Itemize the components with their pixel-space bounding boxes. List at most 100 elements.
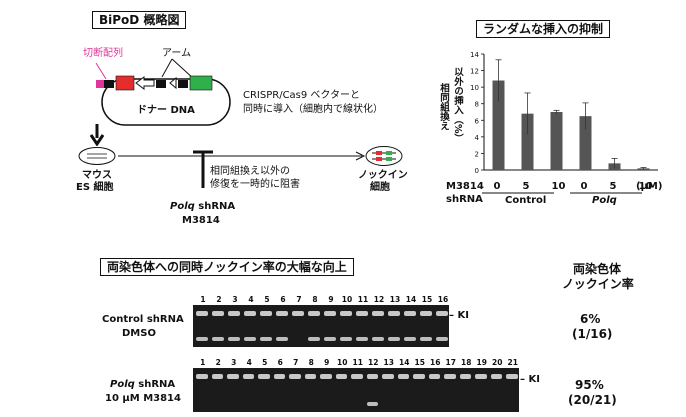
dose-label: 0 — [493, 181, 501, 192]
gel-band — [366, 402, 378, 406]
knockin-cell-icon — [365, 146, 403, 166]
cleavage-label: 切断配列 — [83, 48, 123, 59]
lane-number: 4 — [246, 358, 252, 367]
gel-band — [428, 374, 440, 379]
gel-band — [320, 374, 332, 379]
gel-band — [273, 374, 285, 379]
down-arrow-icon — [90, 124, 104, 146]
donor-plasmid-diagram — [95, 58, 231, 126]
gel1-label-line1: Control shRNA — [102, 314, 184, 325]
gel2-image — [193, 368, 519, 412]
gel-band — [475, 374, 487, 379]
lane-number: 15 — [421, 295, 433, 304]
y-tick-label: 14 — [470, 51, 479, 59]
bar — [637, 168, 650, 170]
gel-band — [212, 311, 224, 316]
gel-band — [372, 337, 384, 341]
gel2-polq-name: Polq — [110, 379, 135, 390]
gel-band — [404, 337, 416, 341]
gel-band — [227, 374, 239, 379]
shrna-row-label: shRNA — [446, 194, 483, 205]
dose-label: 10 — [638, 181, 653, 192]
y-tick-label: 2 — [475, 150, 479, 158]
gel-band — [388, 337, 400, 341]
lane-number: 10 — [341, 295, 353, 304]
lane-number: 20 — [492, 358, 503, 367]
gel-band — [260, 311, 272, 316]
gel2-rate: 95% — [575, 378, 604, 392]
rate-header-line2: ノックイン率 — [562, 277, 634, 291]
mouse-label-line2: ES 細胞 — [76, 182, 114, 193]
gel-band — [351, 374, 363, 379]
lane-number: 9 — [328, 295, 334, 304]
knockin-label-line1: ノックイン — [358, 170, 408, 181]
polq-gene-name: Polq — [170, 201, 195, 212]
biallelic-title: 両染色体への同時ノックイン率の大幅な向上 — [100, 258, 354, 276]
rate-header-line1: 両染色体 — [573, 262, 622, 276]
gel-band — [404, 311, 416, 316]
es-cell-icon — [78, 147, 116, 165]
lane-number: 16 — [437, 295, 449, 304]
gel-band — [335, 374, 347, 379]
gel-band — [276, 337, 288, 341]
chart-ylabel-line1: 相同組換え — [438, 83, 449, 131]
lane-number: 14 — [399, 358, 410, 367]
lane-number: 8 — [312, 295, 318, 304]
group-brackets — [482, 192, 642, 194]
dose-unit: (μM) — [636, 181, 663, 192]
gel-band — [196, 374, 208, 379]
bar — [579, 116, 592, 170]
gel1-image — [193, 305, 449, 347]
gel-band — [366, 374, 378, 379]
lane-number: 18 — [461, 358, 472, 367]
lane-number: 19 — [476, 358, 487, 367]
lane-number: 6 — [280, 295, 286, 304]
gel-band — [308, 337, 320, 341]
lane-number: 10 — [337, 358, 348, 367]
lane-number: 5 — [264, 295, 270, 304]
random-chart-title: ランダムな挿入の抑制 — [476, 20, 611, 38]
gel2-ki-text: KI — [528, 374, 540, 385]
gel-band — [308, 311, 320, 316]
lane-number: 15 — [414, 358, 425, 367]
lane-number: 16 — [430, 358, 441, 367]
group-polq-label: Polq — [592, 195, 617, 206]
y-tick-label: 12 — [470, 68, 479, 76]
shrna-suffix: shRNA — [194, 201, 236, 212]
gel-band — [444, 374, 456, 379]
chart-ylabel-line2: 以外の挿入（%） — [452, 67, 463, 144]
gel-band — [228, 337, 240, 341]
lane-number: 3 — [231, 358, 237, 367]
crispr-text-line1: CRISPR/Cas9 ベクターと — [243, 90, 361, 101]
gel-band — [340, 337, 352, 341]
gel-band — [196, 337, 208, 341]
gel1-rate: 6% — [580, 312, 601, 326]
polq-shrna-label: Polq shRNA — [170, 201, 235, 213]
lane-number: 5 — [262, 358, 268, 367]
gel2-ki-label: – KI — [520, 374, 540, 385]
y-tick-label: 6 — [475, 117, 480, 125]
dose-label: 5 — [522, 181, 530, 192]
gel-band — [436, 311, 448, 316]
arm-label: アーム — [162, 48, 192, 59]
hr-text-line1: 相同組換え以外の — [210, 166, 290, 177]
m3814-row-label: M3814 — [446, 181, 484, 192]
lane-number: 8 — [308, 358, 314, 367]
knockin-label-line2: 細胞 — [370, 182, 390, 193]
crispr-text-line2: 同時に導入（細胞内で線状化） — [243, 104, 383, 115]
gel-band — [356, 337, 368, 341]
dose-label: 10 — [551, 181, 566, 192]
m3814-label: M3814 — [182, 215, 220, 226]
y-tick-label: 4 — [475, 134, 480, 142]
lane-number: 1 — [200, 358, 206, 367]
lane-number: 3 — [232, 295, 238, 304]
inhibition-symbol — [193, 150, 213, 188]
lane-number: 9 — [324, 358, 330, 367]
donor-dna-label: ドナー DNA — [137, 105, 195, 116]
gel2-shrna-suffix: shRNA — [134, 379, 176, 390]
gel1-ki-label: – KI — [449, 310, 469, 321]
gel2-label-line2: 10 μM M3814 — [105, 393, 181, 404]
gel-band — [260, 337, 272, 341]
gel-band — [212, 337, 224, 341]
